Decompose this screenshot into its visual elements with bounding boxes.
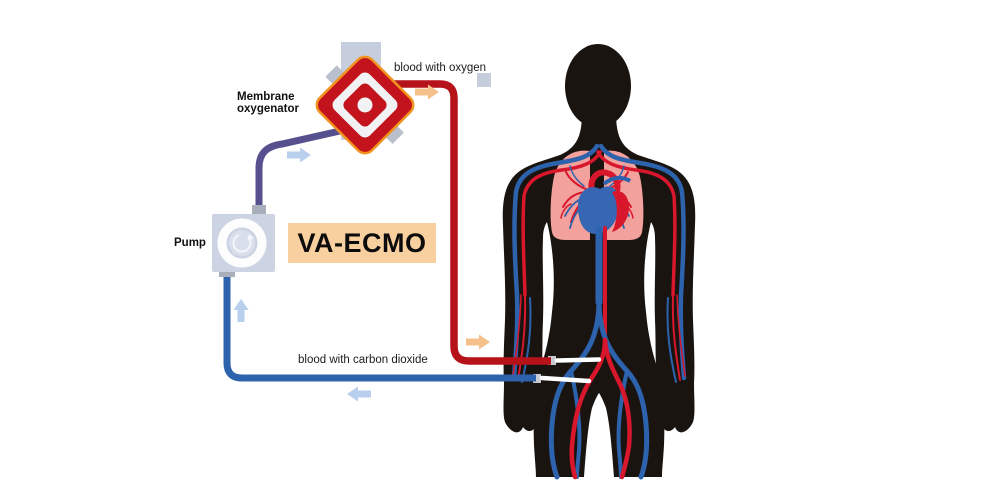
circuit-tubes [223, 80, 551, 382]
head [565, 44, 631, 128]
oxygenator-center-dot [357, 97, 373, 113]
venous-cannula-icon [539, 375, 592, 384]
pump-rotor-arrowhead [247, 234, 254, 241]
arterial-tube [392, 80, 551, 365]
heart-blue [577, 186, 620, 234]
oxygenator-outflow-arrow-icon [415, 84, 439, 100]
body-outflow-arrow-icon [347, 386, 371, 402]
tube-clamp [477, 73, 491, 87]
blood-with-carbon-dioxide-label: blood with carbon dioxide [298, 354, 428, 366]
heart [577, 169, 632, 234]
arterial-return-arrow-icon [466, 334, 490, 350]
pump-icon [212, 205, 275, 277]
arterial-cannula-icon [554, 357, 602, 363]
blood-with-oxygen-label: blood with oxygen [394, 62, 487, 74]
membrane-oxygenator-icon [315, 55, 415, 155]
flow-arrows [233, 84, 490, 402]
va-ecmo-badge: VA-ECMO [288, 223, 436, 263]
membrane-oxygenator-label: Membrane oxygenator [237, 91, 299, 116]
cannula-tips [533, 356, 602, 384]
venous-tube [223, 272, 536, 382]
oxygenator-tube [255, 127, 341, 213]
pump-label: Pump [174, 237, 206, 249]
arm-vessels [511, 143, 687, 383]
venous-cannula-hub [533, 374, 541, 383]
pump-to-oxygenator-arrow-icon [287, 147, 311, 163]
vein-to-pump-arrow-icon [233, 299, 249, 322]
pump-ring [217, 218, 267, 268]
pulmonary-vessel [602, 175, 632, 186]
aortic-arch [588, 169, 621, 193]
heart-red [612, 190, 629, 232]
arterial-cannula-hub [548, 356, 556, 365]
trunk-leg-vessels [548, 226, 650, 480]
